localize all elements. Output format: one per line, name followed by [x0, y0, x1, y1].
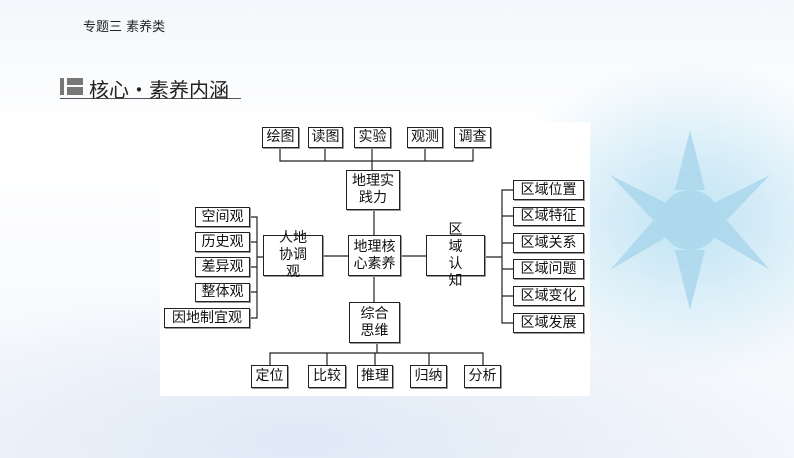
section-title: 核心・素养内涵	[60, 74, 241, 102]
bottom-item-box: 归纳	[410, 365, 447, 388]
top-item-box: 读图	[308, 127, 343, 148]
left-item-box: 空间观	[195, 207, 250, 227]
top-item-box: 实验	[354, 127, 391, 148]
bottom-item-box: 定位	[251, 365, 288, 388]
section-title-text: 核心・素养内涵	[89, 78, 229, 102]
left-item-box: 整体观	[195, 283, 250, 302]
header-label: 专题三 素养类	[83, 20, 166, 35]
right-item-box: 区域发展	[513, 313, 584, 333]
right-item-box: 区域问题	[513, 259, 584, 279]
practice-box: 地理实践力	[346, 170, 400, 210]
bottom-item-box: 推理	[357, 365, 393, 388]
left-item-box: 历史观	[195, 232, 250, 252]
harmony-box: 人地协调观	[263, 230, 323, 280]
top-item-box: 观测	[407, 127, 443, 148]
top-item-box: 调查	[454, 127, 491, 148]
right-item-box: 区域位置	[513, 180, 584, 200]
bottom-item-box: 比较	[308, 365, 346, 388]
region-box: 区域认知	[426, 222, 485, 289]
right-item-box: 区域关系	[513, 233, 584, 253]
left-item-box: 差异观	[195, 257, 250, 277]
left-item-box: 因地制宜观	[164, 308, 250, 328]
right-item-box: 区域特征	[513, 207, 584, 226]
snowflake-decoration	[610, 130, 770, 310]
core-box: 地理核心素养	[348, 235, 401, 276]
right-item-box: 区域变化	[513, 286, 584, 306]
top-item-box: 绘图	[262, 127, 299, 148]
synthesis-box: 综合思维	[349, 302, 400, 343]
bottom-item-box: 分析	[464, 365, 501, 388]
